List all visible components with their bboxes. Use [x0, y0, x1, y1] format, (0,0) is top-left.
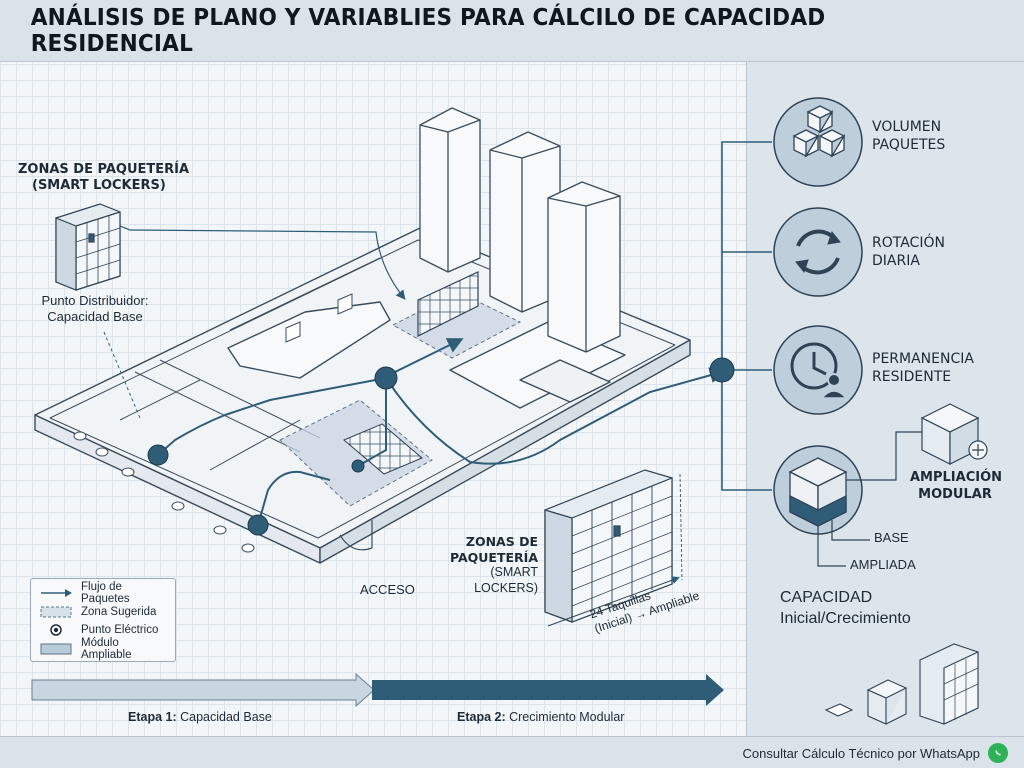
stage-2-text: Crecimiento Modular [505, 710, 625, 724]
left-callout-title: ZONAS DE PAQUETERÍA (SMART LOCKERS) [18, 162, 189, 195]
legend-label-flow: Flujo de Paquetes [81, 581, 130, 606]
suggested-zone-lower [279, 399, 433, 507]
growth-illustration [824, 643, 979, 725]
expansion-line2: MODULAR [918, 486, 992, 502]
capacity-expanded-label: AMPLIADA [850, 557, 916, 572]
stage-arrows [31, 672, 724, 708]
clock-person-icon [790, 342, 848, 399]
legend-item-electric: Punto Eléctrico [39, 621, 167, 640]
package-flow-lines [103, 141, 772, 526]
expansion-cube-icon [920, 403, 988, 465]
electric-dot-icon [39, 624, 73, 636]
distributor-label: Punto Distribuidor: Capacidad Base [20, 293, 170, 326]
capacity-box-icon [788, 457, 848, 528]
capacity-caption-line2: Inicial/Crecimiento [780, 609, 911, 627]
stage-2-title: Etapa 2: [457, 710, 506, 724]
factor-rotation-label: ROTACIÓN DIARIA [872, 234, 1012, 270]
factor-rotation-line1: ROTACIÓN [872, 235, 945, 251]
capacity-base-label: BASE [874, 530, 909, 545]
stage-2-label: Etapa 2: Crecimiento Modular [457, 710, 624, 724]
factor-rotation-line2: DIARIA [872, 253, 920, 270]
access-label: ACCESO [360, 582, 415, 597]
distributor-label-line1: Punto Distribuidor: [41, 293, 149, 308]
factor-volume-label: VOLUMEN PAQUETES [872, 118, 1012, 154]
filled-box-icon [39, 643, 73, 655]
distributor-label-line2: Capacidad Base [47, 309, 143, 325]
legend-item-module: Módulo Ampliable [39, 636, 167, 661]
factor-volume-line1: VOLUMEN [872, 119, 942, 135]
legend-item-flow: Flujo de Paquetes [39, 581, 167, 606]
locker-callout-title-line1: ZONAS DE [465, 534, 538, 549]
locker-callout-title: ZONAS DE PAQUETERÍA (SMART LOCKERS) [438, 534, 538, 597]
footer: Consultar Cálculo Técnico por WhatsApp [0, 736, 1024, 768]
expansion-line1: AMPLIACIÓN [910, 470, 1003, 485]
access-door [339, 520, 373, 551]
rotation-icon [795, 229, 841, 275]
locker-callout-title-line3: (SMART LOCKERS) [474, 565, 538, 595]
big-locker-illustration [544, 469, 683, 627]
cubes-icon [792, 105, 846, 158]
whatsapp-icon [988, 743, 1008, 763]
left-callout-title-line1: ZONAS DE PAQUETERÍA [18, 162, 190, 177]
locker-callout-title-line2: PAQUETERÍA [449, 549, 538, 565]
flow-arrow-icon [39, 587, 73, 599]
dashed-box-icon [39, 606, 73, 618]
factor-permanence-line2: RESIDENTE [872, 369, 952, 386]
restroom-fixtures [73, 293, 353, 553]
capacity-caption: CAPACIDAD Inicial/Crecimiento [780, 588, 911, 630]
left-callout-title-line2: (SMART LOCKERS) [32, 178, 166, 194]
legend-label-zone: Zona Sugerida [81, 605, 157, 618]
residential-towers [419, 107, 621, 353]
whatsapp-link[interactable]: Consultar Cálculo Técnico por WhatsApp [742, 743, 1008, 763]
capacity-connectors [817, 431, 922, 567]
whatsapp-link-text: Consultar Cálculo Técnico por WhatsApp [742, 745, 981, 761]
stage-1-title: Etapa 1: [128, 710, 177, 724]
stage-1-label: Etapa 1: Capacidad Base [128, 710, 272, 724]
factor-permanence-label: PERMANENCIA RESIDENTE [872, 350, 1012, 386]
electrical-nodes [147, 357, 735, 536]
plan-locker-upper [417, 271, 479, 337]
factor-permanence-line1: PERMANENCIA [872, 351, 974, 367]
legend: Flujo de Paquetes Zona Sugerida Punto El… [30, 578, 176, 662]
stage-1-text: Capacidad Base [176, 710, 272, 724]
factor-volume-line2: PAQUETES [872, 137, 946, 154]
page-title: ANÁLISIS DE PLANO Y VARIABLIES PARA CÁLC… [30, 4, 826, 57]
legend-label-module: Módulo Ampliable [81, 636, 132, 661]
capacity-caption-line1: CAPACIDAD [780, 589, 873, 606]
plan-locker-lower [343, 423, 423, 475]
legend-item-zone: Zona Sugerida [39, 603, 167, 622]
left-locker-illustration [55, 203, 121, 291]
suggested-zone-upper [391, 291, 522, 359]
expansion-label: AMPLIACIÓN MODULAR [910, 470, 1003, 504]
locker-capacity-arrow: → [632, 605, 649, 623]
title-bar: ANÁLISIS DE PLANO Y VARIABLIES PARA CÁLC… [0, 0, 1024, 62]
legend-label-electric: Punto Eléctrico [81, 624, 159, 637]
